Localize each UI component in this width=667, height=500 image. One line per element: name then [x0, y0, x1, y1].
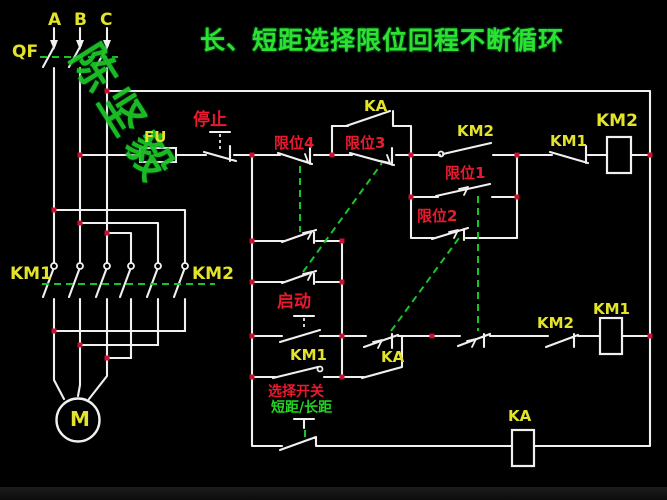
selector-switch-label: 选择开关 [268, 384, 324, 400]
mechanical-links [40, 56, 479, 442]
fuse-symbol [139, 147, 177, 163]
km1-coil-symbol [598, 316, 624, 356]
selector-mode-label: 短距/长距 [271, 400, 333, 416]
fuse-fu-label: FU [144, 128, 167, 146]
ka-coil-label: KA [508, 407, 532, 425]
bottom-strip [0, 487, 667, 500]
diagram-title: 长、短距选择限位回程不断循环 [200, 26, 565, 55]
km1-seal-label: KM1 [290, 346, 327, 364]
motor-m-label: M [70, 407, 90, 431]
km2-main-label: KM2 [192, 264, 234, 284]
limit2-label: 限位2 [417, 207, 458, 225]
km1-interlock-label: KM1 [550, 132, 587, 150]
phase-b-label: B [74, 10, 87, 30]
limit3-label: 限位3 [345, 134, 386, 152]
limit4-label: 限位4 [274, 134, 315, 152]
breaker-qf-label: QF [12, 42, 39, 62]
supply-arrows [50, 40, 111, 50]
ka-bypass-label: KA [364, 97, 388, 115]
km2-seal-label: KM2 [457, 122, 494, 140]
operator-stems [219, 134, 305, 330]
km2-interlock-label: KM2 [537, 314, 574, 332]
junction-dots [51, 88, 653, 380]
limit-arrowheads [298, 153, 477, 349]
phase-a-label: A [48, 10, 62, 30]
pole-terminals [50, 150, 445, 373]
km1-main-label: KM1 [10, 264, 52, 284]
motor-symbol [55, 397, 101, 443]
stop-button-label: 停止 [193, 110, 227, 130]
ka-contact-label: KA [381, 348, 405, 366]
limit1-label: 限位1 [445, 164, 486, 182]
km2-coil-symbol [605, 135, 633, 175]
ka-coil-symbol [510, 428, 536, 468]
phase-c-label: C [100, 10, 113, 30]
km2-coil-label: KM2 [596, 111, 638, 131]
km1-coil-label: KM1 [593, 300, 630, 318]
start-button-label: 启动 [277, 292, 311, 312]
